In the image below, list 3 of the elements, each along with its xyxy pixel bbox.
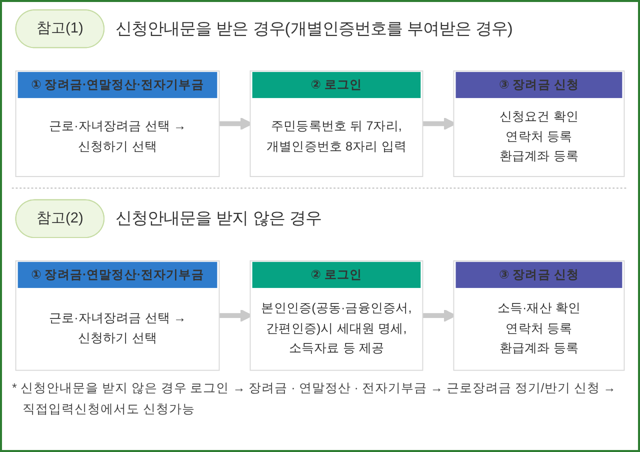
section-heading: 신청안내문을 받지 않은 경우 (116, 210, 322, 228)
footnote: * 신청안내문을 받지 않은 경우 로그인 → 장려금 · 연말정산 · 전자기부금 → 근로장려금 정기/반기 신청 → 직접입력신청에서도 신청가능 (12, 380, 617, 418)
section-heading: 신청안내문을 받은 경우(개별인증번호를 부여받은 경우) (116, 20, 513, 38)
